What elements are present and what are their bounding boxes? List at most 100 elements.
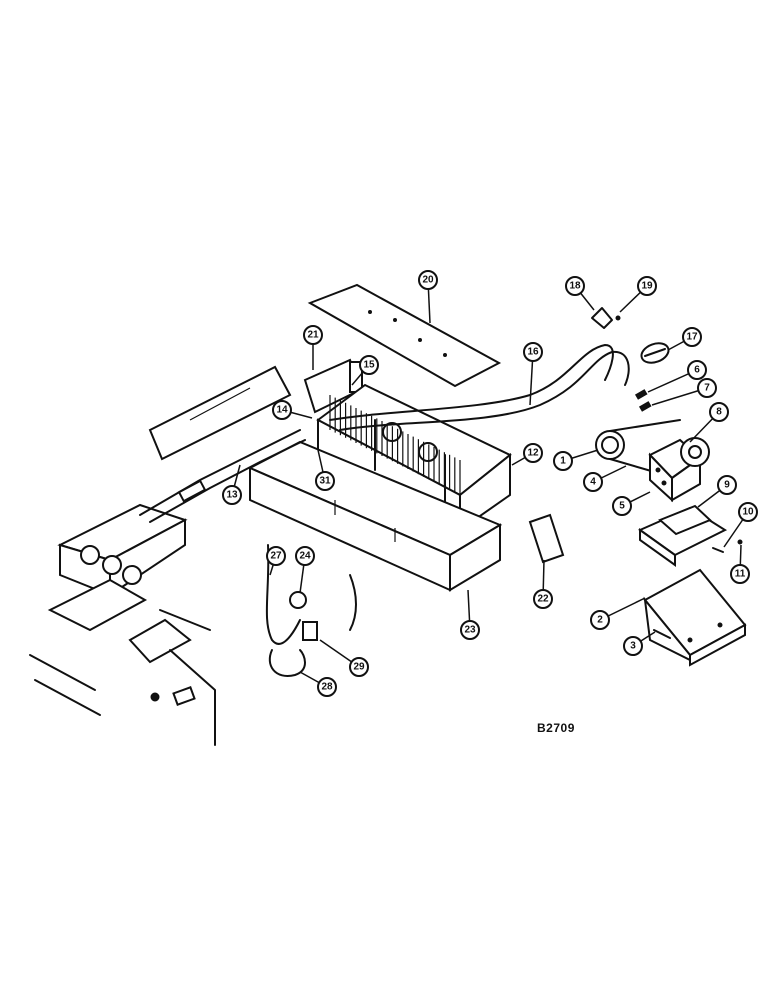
callout-21: 21 (303, 325, 323, 370)
callout-bubble-27 (266, 546, 286, 566)
callout-label-3: 3 (630, 641, 636, 652)
callout-bubble-19 (637, 276, 657, 296)
callout-6: 6 (647, 360, 707, 393)
callout-31: 31 (315, 449, 335, 491)
callout-label-14: 14 (276, 405, 288, 416)
callout-label-22: 22 (537, 594, 549, 605)
callout-label-8: 8 (716, 407, 722, 418)
callout-bubble-8 (709, 402, 729, 422)
callout-bubble-23 (460, 620, 480, 640)
callout-16: 16 (523, 342, 543, 406)
tray-part (247, 440, 503, 592)
hose-assembly-part (329, 344, 630, 431)
mounting-plate-part (637, 504, 728, 567)
callout-22: 22 (533, 559, 553, 609)
callout-18: 18 (565, 276, 595, 311)
callout-bubble-10 (738, 502, 758, 522)
callout-19: 19 (619, 276, 657, 313)
callout-bubble-5 (612, 496, 632, 516)
switch-wiring-part (265, 544, 357, 677)
callout-label-23: 23 (464, 625, 476, 636)
deflector-panel-part (148, 365, 292, 461)
callout-28: 28 (299, 671, 337, 697)
bolts-part (634, 389, 652, 412)
callout-label-4: 4 (590, 477, 596, 488)
callout-bubble-16 (523, 342, 543, 362)
callout-bubble-4 (583, 472, 603, 492)
callout-bubble-28 (317, 677, 337, 697)
callout-bubble-12 (523, 443, 543, 463)
callout-label-1: 1 (560, 456, 566, 467)
callout-bubble-24 (295, 546, 315, 566)
callout-label-17: 17 (686, 332, 698, 343)
cover-plate-part (307, 283, 502, 388)
callout-bubble-20 (418, 270, 438, 290)
callout-bubble-17 (682, 327, 702, 347)
fitting-part (640, 342, 670, 364)
drawing-code: B2709 (537, 721, 575, 735)
callout-label-15: 15 (363, 360, 375, 371)
callout-label-24: 24 (299, 551, 311, 562)
callout-bubble-15 (359, 355, 379, 375)
callout-label-29: 29 (353, 662, 365, 673)
lower-brackets-part (29, 578, 216, 746)
callout-label-20: 20 (422, 275, 434, 286)
callout-label-31: 31 (319, 476, 331, 487)
callout-23: 23 (460, 589, 480, 640)
callout-5: 5 (612, 491, 651, 516)
callout-bubble-2 (590, 610, 610, 630)
callout-label-18: 18 (569, 281, 581, 292)
pump-assembly-part (595, 419, 710, 503)
callout-label-28: 28 (321, 682, 333, 693)
callout-bubble-31 (315, 471, 335, 491)
callout-bubble-1 (553, 451, 573, 471)
screw-part (653, 629, 671, 639)
callout-label-5: 5 (619, 501, 625, 512)
callout-label-13: 13 (226, 490, 238, 501)
callout-bubble-21 (303, 325, 323, 345)
callout-3: 3 (623, 631, 656, 656)
callout-11: 11 (730, 544, 750, 584)
callout-label-2: 2 (597, 615, 603, 626)
callout-label-11: 11 (735, 569, 746, 580)
callout-label-6: 6 (694, 365, 700, 376)
callout-bubble-13 (222, 485, 242, 505)
callout-7: 7 (651, 378, 717, 406)
callout-9: 9 (697, 475, 737, 508)
callout-27: 27 (266, 546, 286, 576)
callout-bubble-6 (687, 360, 707, 380)
tube-part (139, 429, 306, 523)
callout-bubble-22 (533, 589, 553, 609)
callout-label-12: 12 (527, 448, 539, 459)
callout-bubble-18 (565, 276, 585, 296)
callout-13: 13 (222, 464, 242, 505)
callout-10: 10 (723, 502, 758, 548)
callout-14: 14 (272, 400, 313, 420)
callout-label-19: 19 (641, 281, 653, 292)
callout-1: 1 (553, 449, 599, 471)
callout-label-7: 7 (704, 383, 710, 394)
heater-unit-part (57, 503, 188, 597)
callout-2: 2 (590, 597, 646, 630)
callout-label-9: 9 (724, 480, 730, 491)
callout-bubble-29 (349, 657, 369, 677)
callout-label-21: 21 (307, 330, 319, 341)
callout-24: 24 (295, 546, 315, 594)
callout-12: 12 (511, 443, 543, 466)
small-plate-part (528, 513, 565, 564)
callout-label-16: 16 (527, 347, 539, 358)
callout-bubble-7 (697, 378, 717, 398)
callout-bubble-3 (623, 636, 643, 656)
clamp-part (591, 307, 621, 329)
callout-20: 20 (418, 270, 438, 324)
cover-housing-part (643, 568, 747, 667)
callout-bubble-14 (272, 400, 292, 420)
callout-label-27: 27 (270, 551, 282, 562)
callout-bubble-11 (730, 564, 750, 584)
callout-29: 29 (319, 639, 369, 677)
callout-label-10: 10 (742, 507, 754, 518)
callout-bubble-9 (717, 475, 737, 495)
callout-15: 15 (351, 355, 379, 386)
